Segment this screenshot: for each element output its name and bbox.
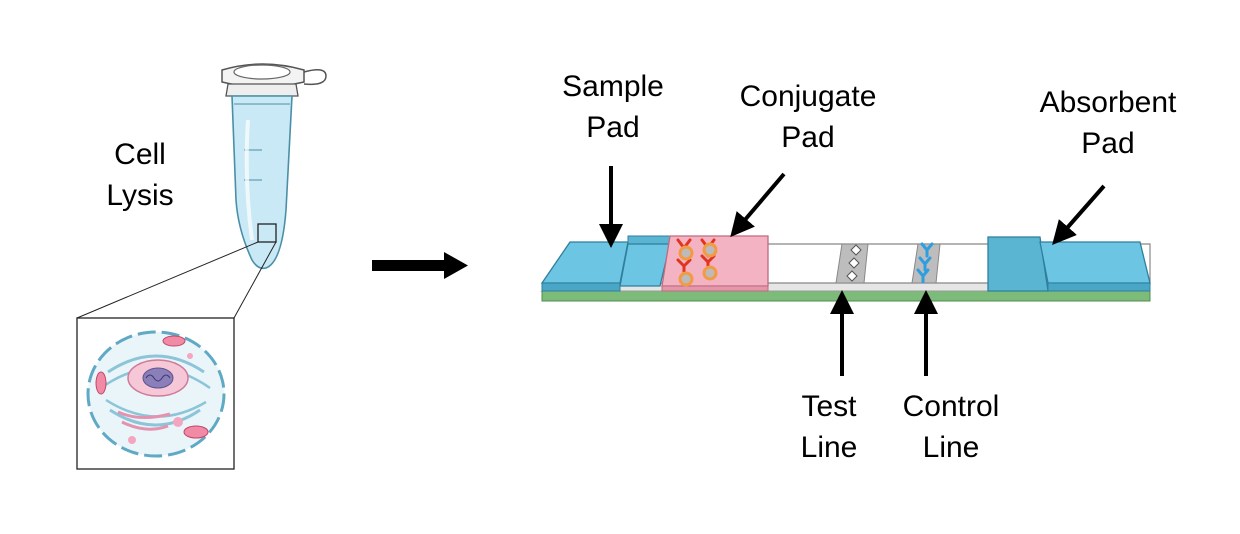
control-line-label: Control Line: [884, 386, 1018, 468]
absorbent-pad-arrow: [1052, 184, 1106, 246]
test-line-label-line2: Line: [800, 431, 858, 464]
cell-icon: [86, 330, 226, 458]
test-line: [835, 243, 869, 284]
conjugate-pad: [661, 235, 769, 292]
conjugate-pad-label-line1: Conjugate: [739, 80, 877, 113]
microcentrifuge-tube-icon: [221, 63, 327, 270]
sample-pad-label-line1: Sample: [562, 70, 664, 103]
arrow-icon: [599, 166, 1106, 376]
conjugate-pad-label: Conjugate Pad: [720, 76, 896, 158]
absorbent-pad-label-line1: Absorbent: [1039, 86, 1177, 119]
cell-lysis-label-line1: Cell: [114, 138, 166, 171]
cell-lysis-label-line2: Lysis: [106, 179, 174, 212]
conjugate-pad-label-line2: Pad: [781, 121, 835, 154]
lateral-flow-strip: [540, 235, 1151, 302]
process-arrow-icon: [372, 252, 468, 279]
conjugate-pad-arrow: [730, 172, 786, 238]
test-line-label-line1: Test: [801, 390, 857, 423]
absorbent-pad-label-line2: Pad: [1081, 127, 1135, 160]
test-line-label: Test Line: [784, 386, 874, 468]
cell-lysis-label: Cell Lysis: [90, 134, 190, 216]
control-line-label-line1: Control: [902, 390, 1000, 423]
zoom-line-right: [233, 241, 277, 319]
control-line-label-line2: Line: [922, 431, 980, 464]
absorbent-pad: [987, 236, 1151, 292]
absorbent-pad-label: Absorbent Pad: [1020, 82, 1196, 164]
sample-pad-label-line2: Pad: [586, 111, 640, 144]
sample-pad: [540, 235, 671, 292]
gold-bead-icon: [678, 242, 718, 287]
control-line: [911, 242, 941, 284]
sample-pad-label: Sample Pad: [548, 66, 678, 148]
zoom-line-left: [76, 241, 259, 319]
cell-inset: [76, 317, 235, 470]
